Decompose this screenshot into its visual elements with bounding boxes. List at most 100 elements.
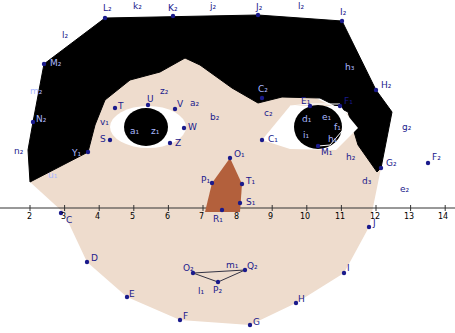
point-dot [240, 182, 244, 186]
point-label: h₃ [345, 62, 354, 72]
point-dot [338, 104, 342, 108]
point-label: G₂ [386, 158, 397, 168]
right-pupil [294, 105, 342, 149]
point-dot [113, 106, 117, 110]
point-label: N₂ [36, 114, 46, 124]
point-dot [426, 161, 430, 165]
point-label: Z [175, 138, 181, 148]
axis-number: 11 [335, 212, 345, 222]
point-label: z₁ [151, 126, 159, 136]
axis-number: 8 [234, 212, 239, 222]
point-label: C₂ [258, 84, 268, 94]
axis-number: 2 [27, 212, 32, 222]
point-dot [342, 271, 346, 275]
axis-tick [376, 205, 377, 211]
point-dot [125, 295, 129, 299]
axis-tick [272, 205, 273, 211]
axis-tick [133, 205, 134, 211]
axis-tick [168, 205, 169, 211]
hair [28, 15, 392, 182]
point-label: T [118, 101, 124, 111]
point-label: F [183, 311, 188, 321]
point-label: F₁ [344, 96, 353, 106]
point-label: h₂ [346, 152, 355, 162]
point-label: S [100, 134, 106, 144]
point-label: E₁ [301, 96, 310, 106]
point-dot [243, 268, 247, 272]
mouth-line [193, 270, 245, 273]
point-dot [340, 19, 344, 23]
point-label: i₁ [303, 130, 309, 140]
point-label: Q₂ [247, 261, 258, 271]
axis-tick [99, 205, 100, 211]
point-dot [248, 323, 252, 327]
point-label: b₂ [210, 112, 219, 122]
point-label: R₁ [213, 214, 223, 224]
left-eye-white [110, 106, 186, 148]
point-label: l₂ [62, 30, 68, 40]
point-label: J₂ [256, 2, 262, 12]
point-label: H₂ [381, 80, 391, 90]
point-dot [31, 120, 35, 124]
axis-number: 9 [268, 212, 273, 222]
point-label: m₂ [30, 86, 42, 96]
axis-tick [203, 205, 204, 211]
point-label: d₃ [362, 176, 371, 186]
point-label: g₂ [402, 122, 411, 132]
point-dot [260, 96, 264, 100]
point-label: d₁ [302, 114, 311, 124]
point-dot [228, 156, 232, 160]
point-dot [374, 88, 378, 92]
point-dot [182, 126, 186, 130]
point-label: F₂ [432, 152, 441, 162]
point-dot [42, 62, 46, 66]
point-dot [316, 144, 320, 148]
point-label: P₂ [213, 285, 222, 295]
point-label: T₁ [246, 176, 255, 186]
point-label: W [188, 122, 197, 132]
point-label: E [129, 289, 135, 299]
point-label: l₂ [298, 1, 304, 11]
point-dot [220, 208, 224, 212]
point-label: j₂ [210, 1, 216, 11]
point-label: C₁ [268, 134, 278, 144]
point-dot [171, 14, 175, 18]
point-label: m₁ [226, 260, 238, 270]
point-label: K₂ [168, 3, 178, 13]
axis-tick [64, 205, 65, 211]
point-dot [178, 318, 182, 322]
point-label: L₂ [103, 3, 112, 13]
point-label: O₁ [234, 149, 245, 159]
point-label: S₁ [246, 197, 255, 207]
point-dot [294, 301, 298, 305]
axis-number: 10 [300, 212, 310, 222]
point-dot [108, 138, 112, 142]
point-dot [103, 16, 107, 20]
point-label: z₂ [160, 86, 168, 96]
nose [205, 158, 242, 212]
point-label: V [177, 99, 183, 109]
axis-tick [306, 205, 307, 211]
point-dot [216, 280, 220, 284]
point-label: e₂ [400, 184, 409, 194]
point-dot [85, 260, 89, 264]
axis-number: 5 [130, 212, 135, 222]
point-label: M₁ [321, 147, 332, 157]
point-label: J [373, 218, 376, 228]
point-dots [31, 13, 430, 327]
point-label: a₁ [130, 126, 139, 136]
point-label: v₁ [100, 117, 109, 127]
point-label: a₂ [190, 98, 199, 108]
axis-number: 6 [165, 212, 170, 222]
point-label: h₁ [328, 134, 337, 144]
axis-number: 7 [199, 212, 204, 222]
axis-number: 4 [95, 212, 100, 222]
point-dot [210, 181, 214, 185]
point-dot [238, 201, 242, 205]
axis-tick [30, 205, 31, 211]
point-label: u₁ [48, 170, 57, 180]
axis-tick [341, 205, 342, 211]
point-label: f₁ [334, 122, 341, 132]
point-label: U [147, 94, 154, 104]
point-label: D [91, 253, 98, 263]
